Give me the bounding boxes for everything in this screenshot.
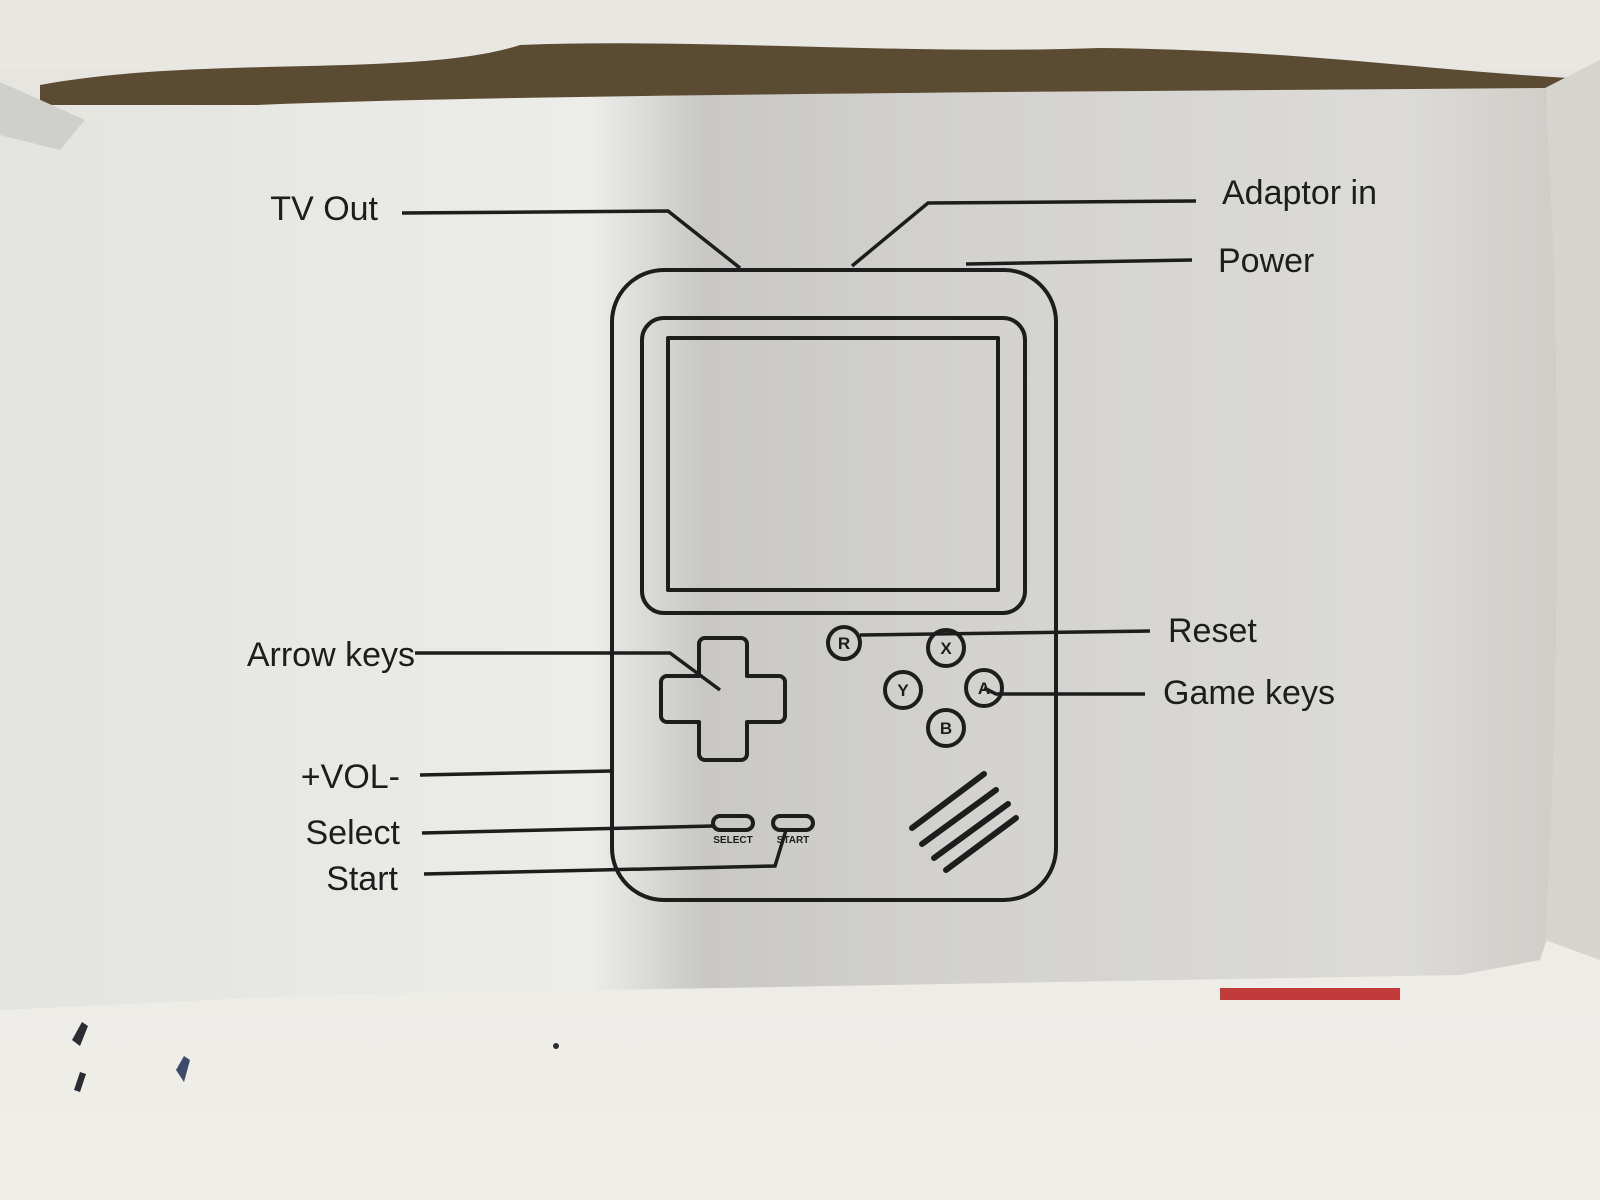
label-tv-out: TV Out <box>200 192 378 226</box>
reset-button-letter: R <box>838 634 850 653</box>
y-button-letter: Y <box>897 681 909 700</box>
label-select: Select <box>200 816 400 850</box>
label-arrow-keys: Arrow keys <box>150 638 415 672</box>
label-start: Start <box>200 862 398 896</box>
label-reset: Reset <box>1168 614 1257 648</box>
label-power: Power <box>1218 244 1314 278</box>
x-button-letter: X <box>940 639 952 658</box>
select-small-label: SELECT <box>713 835 752 846</box>
label-game-keys: Game keys <box>1163 676 1335 710</box>
label-vol: +VOL- <box>200 760 400 794</box>
b-button-letter: B <box>940 719 952 738</box>
red-strip <box>1220 988 1400 1000</box>
label-adaptor-in: Adaptor in <box>1222 176 1377 210</box>
